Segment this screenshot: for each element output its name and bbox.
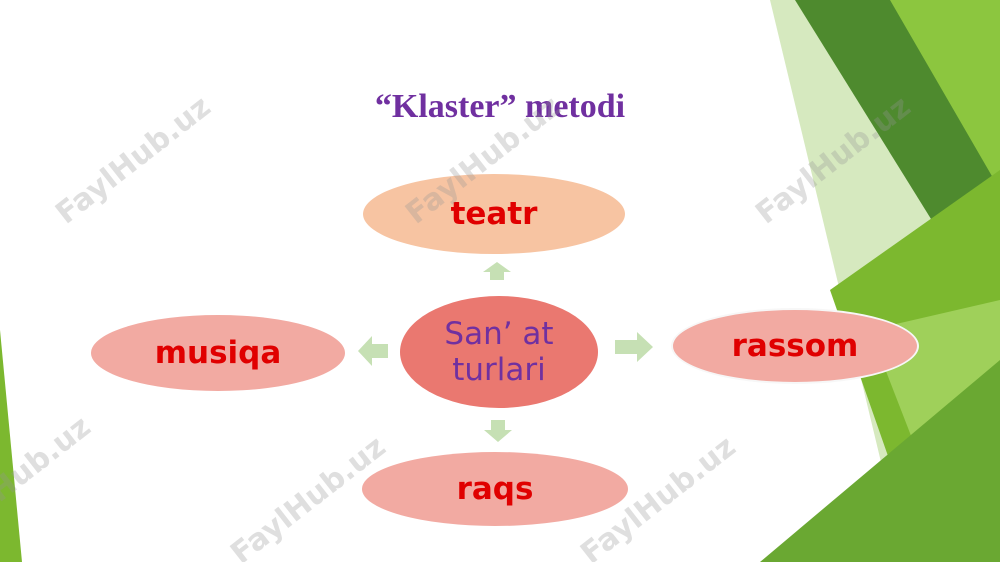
arrow-up-icon — [483, 262, 511, 280]
slide-title: “Klaster” metodi — [374, 88, 626, 125]
center-node: San’ at turlari — [400, 296, 598, 408]
node-musiqa: musiqa — [91, 315, 345, 391]
arrow-left-icon — [358, 336, 388, 366]
node-rassom: rassom — [671, 308, 919, 384]
arrow-down-icon — [484, 420, 512, 442]
node-raqs: raqs — [362, 452, 628, 526]
node-teatr: teatr — [363, 174, 625, 254]
arrow-right-icon — [615, 332, 653, 362]
